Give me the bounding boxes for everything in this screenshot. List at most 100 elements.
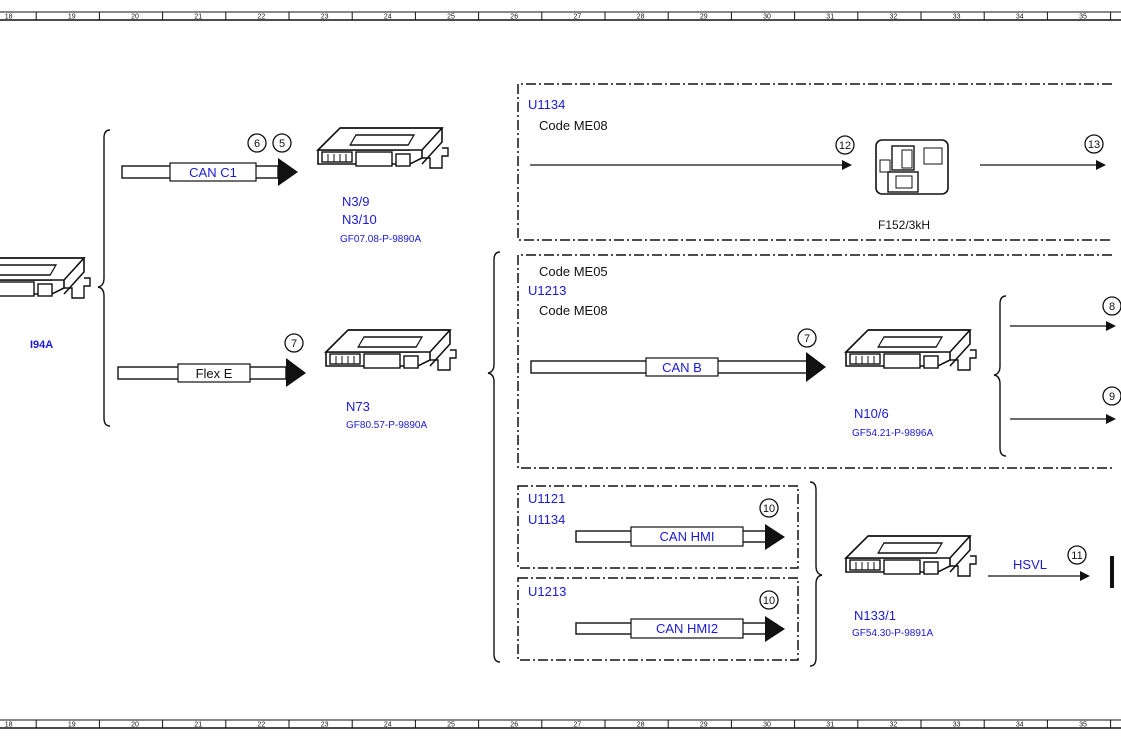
ruler-column-label: 28 xyxy=(637,14,645,21)
can-hmi2-label: CAN HMI2 xyxy=(656,621,718,636)
can-b-label: CAN B xyxy=(662,360,702,375)
ruler-column-label: 23 xyxy=(321,722,329,729)
ref-gf07[interactable]: GF07.08-P-9890A xyxy=(340,234,421,245)
ruler-column-label: 35 xyxy=(1079,722,1087,729)
badge-8: 8 xyxy=(1109,301,1115,313)
badge-10-hmi-icon xyxy=(759,498,779,518)
badge-13-icon xyxy=(1084,134,1104,154)
ruler-column-label: 34 xyxy=(1016,14,1024,21)
ref-gf80[interactable]: GF80.57-P-9890A xyxy=(346,420,427,431)
ruler-column-label: 18 xyxy=(5,14,13,21)
badge-7-left: 7 xyxy=(291,338,297,350)
ruler-column-label: 24 xyxy=(384,722,392,729)
badge-6: 6 xyxy=(254,138,260,150)
can-hmi-connection xyxy=(575,524,785,550)
partial-module xyxy=(0,257,91,299)
brace-n10 xyxy=(993,295,1007,457)
ruler-column-label: 31 xyxy=(826,722,834,729)
u1134-arrow-icon xyxy=(842,160,852,170)
ruler-column-label: 25 xyxy=(447,722,455,729)
ruler-column-label: 19 xyxy=(68,14,76,21)
ruler-column-label: 27 xyxy=(574,722,582,729)
ruler-column-label: 29 xyxy=(700,14,708,21)
ruler-column-label: 20 xyxy=(131,14,139,21)
ruler-column-label: 24 xyxy=(384,14,392,21)
badge-7-canb: 7 xyxy=(804,333,810,345)
box-can-hmi2 xyxy=(517,577,799,661)
badge-12-icon xyxy=(835,135,855,155)
badge-8-icon xyxy=(1102,296,1121,316)
ref-gf54-21[interactable]: GF54.21-P-9896A xyxy=(852,428,933,439)
module-n73: N73 xyxy=(346,399,370,414)
box-u1134 xyxy=(517,83,1112,241)
ecu-n3-icon xyxy=(317,127,449,169)
can-c1-connection xyxy=(121,158,298,186)
module-n133-1: N133/1 xyxy=(854,608,896,623)
box-can-hmi xyxy=(517,485,799,569)
code-me08-top: Code ME08 xyxy=(539,118,608,133)
badge-11-icon xyxy=(1067,545,1087,565)
ruler-column-label: 26 xyxy=(510,722,518,729)
flex-e-label: Flex E xyxy=(196,366,233,381)
badge-7-icon xyxy=(284,333,304,353)
box-can-b xyxy=(517,254,1112,469)
badge-9: 9 xyxy=(1109,391,1115,403)
component-f152: F152/3kH xyxy=(878,218,930,232)
code-u1134: U1134 xyxy=(528,97,565,112)
code-u1213-hmi2: U1213 xyxy=(528,584,566,599)
ruler-column-label: 21 xyxy=(194,722,202,729)
ruler-column-label: 20 xyxy=(131,722,139,729)
badge-5: 5 xyxy=(279,138,285,150)
ruler-column-label: 31 xyxy=(826,14,834,21)
hsvl-target-edge xyxy=(1110,556,1114,588)
ruler-column-label: 22 xyxy=(258,14,266,21)
module-n3-10: N3/10 xyxy=(342,212,377,227)
can-c1-label: CAN C1 xyxy=(189,165,237,180)
badge-10-hmi: 10 xyxy=(763,503,775,515)
n10-out-arrow-8-icon xyxy=(1106,321,1116,331)
hsvl-arrow-icon xyxy=(1080,571,1090,581)
badge-10-hmi2-icon xyxy=(759,590,779,610)
ecu-n73-icon xyxy=(325,329,457,371)
ruler-column-label: 32 xyxy=(890,14,898,21)
n10-out-arrow-9-icon xyxy=(1106,414,1116,424)
ruler-column-label: 33 xyxy=(953,14,961,21)
brace-hmi xyxy=(809,481,823,667)
ecu-n10-icon xyxy=(845,329,977,371)
badge-5-icon xyxy=(272,133,292,153)
ruler-column-label: 27 xyxy=(574,14,582,21)
flex-e-connection xyxy=(117,358,306,387)
ruler-column-label: 35 xyxy=(1079,14,1087,21)
badge-10-hmi2: 10 xyxy=(763,595,775,607)
can-hmi2-connection xyxy=(575,616,785,642)
hsvl-label: HSVL xyxy=(1013,557,1047,572)
code-u1121: U1121 xyxy=(528,491,565,506)
badge-13: 13 xyxy=(1088,139,1100,151)
code-me08-mid: Code ME08 xyxy=(539,303,608,318)
partial-module-label: I94A xyxy=(30,339,53,351)
module-n10-6: N10/6 xyxy=(854,406,889,421)
ruler-column-label: 33 xyxy=(953,722,961,729)
code-me05: Code ME05 xyxy=(539,264,608,279)
ref-gf54-30[interactable]: GF54.30-P-9891A xyxy=(852,628,933,639)
ruler-column-label: 22 xyxy=(258,722,266,729)
badge-12: 12 xyxy=(839,140,851,152)
ruler-column-label: 21 xyxy=(194,14,202,21)
ruler-column-label: 29 xyxy=(700,722,708,729)
brace-left xyxy=(97,129,111,427)
can-b-connection xyxy=(530,352,826,382)
can-hmi-label: CAN HMI xyxy=(660,529,715,544)
module-n3-9: N3/9 xyxy=(342,194,369,209)
ruler-column-label: 23 xyxy=(321,14,329,21)
ruler-column-label: 18 xyxy=(5,722,13,729)
code-u1134-hmi: U1134 xyxy=(528,512,565,527)
ruler-column-label: 26 xyxy=(510,14,518,21)
ruler-column-label: 30 xyxy=(763,722,771,729)
ruler-column-label: 28 xyxy=(637,722,645,729)
ruler-column-label: 19 xyxy=(68,722,76,729)
badge-7-canb-icon xyxy=(797,328,817,348)
u1134-out-arrow-icon xyxy=(1096,160,1106,170)
